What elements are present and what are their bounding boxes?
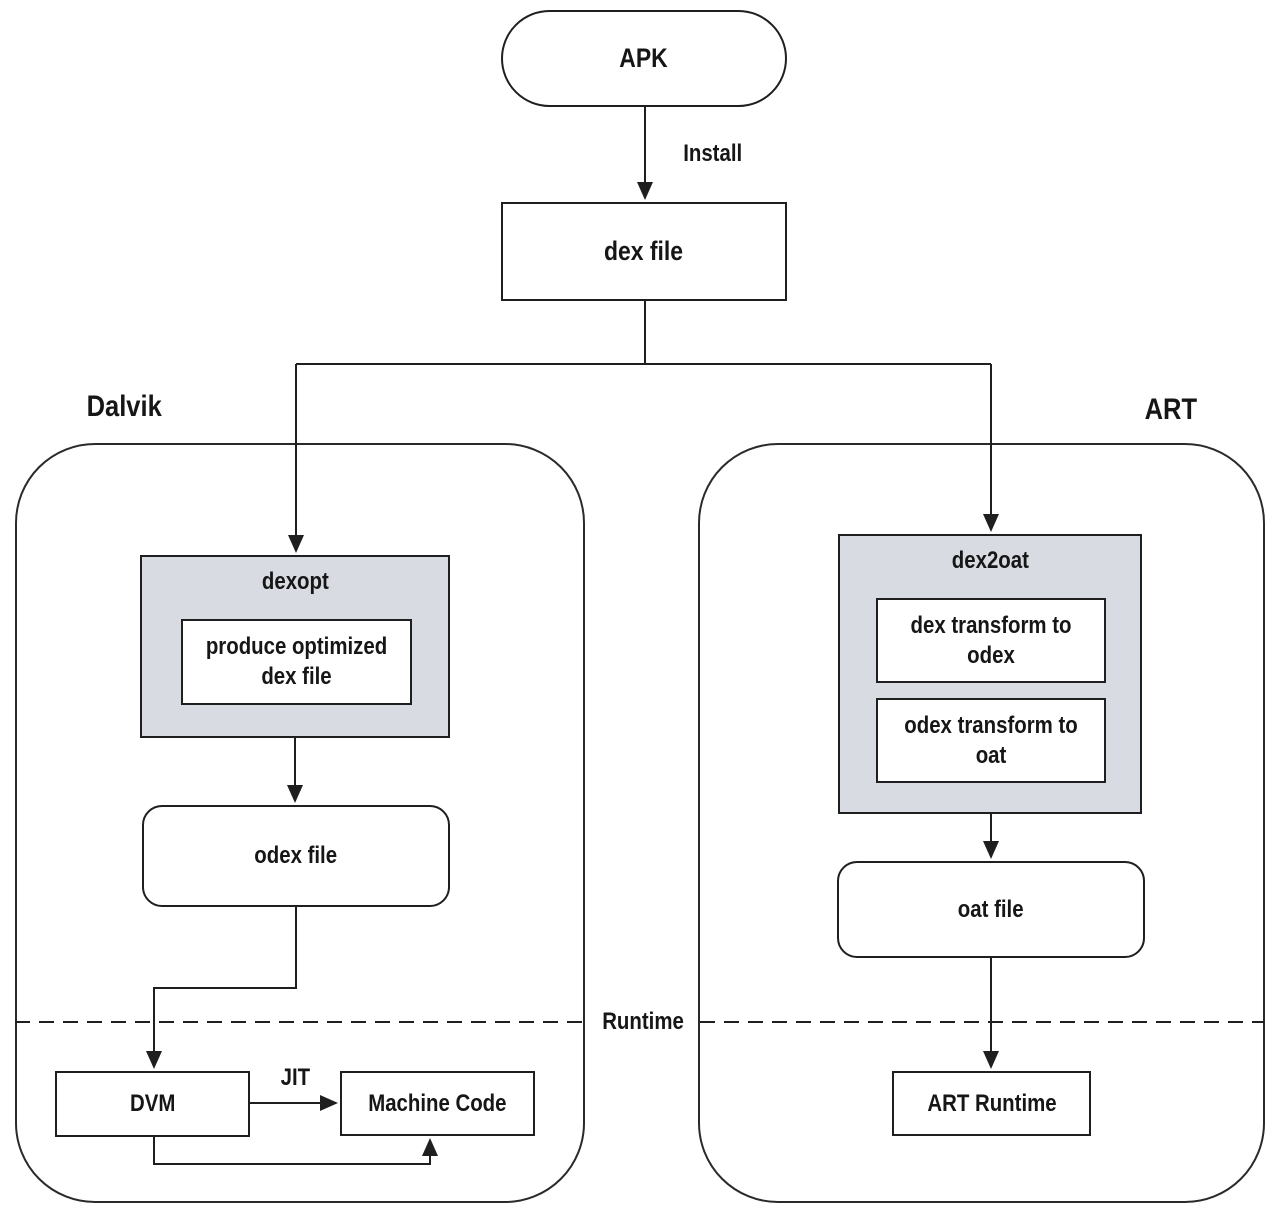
art-runtime-node: ART Runtime — [892, 1071, 1091, 1136]
dalvik-section-title: Dalvik — [86, 390, 162, 424]
dex-transform-to-odex-label: dex transform to odex — [910, 611, 1072, 669]
dalvik-container — [15, 443, 585, 1203]
produce-optimized-dex-label: produce optimized dex file — [205, 633, 388, 690]
produce-optimized-dex-node: produce optimized dex file — [181, 619, 412, 705]
arrow-odexfile-to-dvm — [146, 907, 297, 1069]
art-container — [698, 443, 1265, 1203]
dex2oat-label: dex2oat — [951, 547, 1029, 574]
runtime-divider-label: Runtime — [601, 1008, 684, 1035]
machine-code-label: Machine Code — [368, 1089, 507, 1117]
machine-code-node: Machine Code — [340, 1071, 535, 1136]
dvm-label: DVM — [129, 1090, 176, 1117]
odex-file-label: odex file — [254, 842, 338, 869]
art-runtime-label: ART Runtime — [926, 1089, 1057, 1117]
dexopt-label: dexopt — [261, 568, 329, 595]
arrow-dvm-loop-to-machinecode — [153, 1137, 438, 1165]
dex-file-label: dex file — [604, 235, 684, 266]
line-dexfile-branch — [296, 301, 991, 365]
install-label: Install — [683, 140, 743, 167]
dvm-node: DVM — [55, 1071, 250, 1137]
dex-transform-to-odex-node: dex transform to odex — [876, 598, 1106, 683]
odex-file-node: odex file — [142, 805, 450, 907]
odex-transform-to-oat-node: odex transform to oat — [876, 698, 1106, 783]
oat-file-label: oat file — [958, 895, 1024, 923]
apk-label: APK — [619, 42, 669, 73]
jit-label: JIT — [280, 1064, 310, 1091]
apk-node: APK — [501, 10, 787, 107]
dex-file-node: dex file — [501, 202, 787, 301]
odex-transform-to-oat-label: odex transform to oat — [904, 711, 1078, 769]
art-section-title: ART — [1144, 393, 1198, 427]
oat-file-node: oat file — [837, 861, 1145, 958]
